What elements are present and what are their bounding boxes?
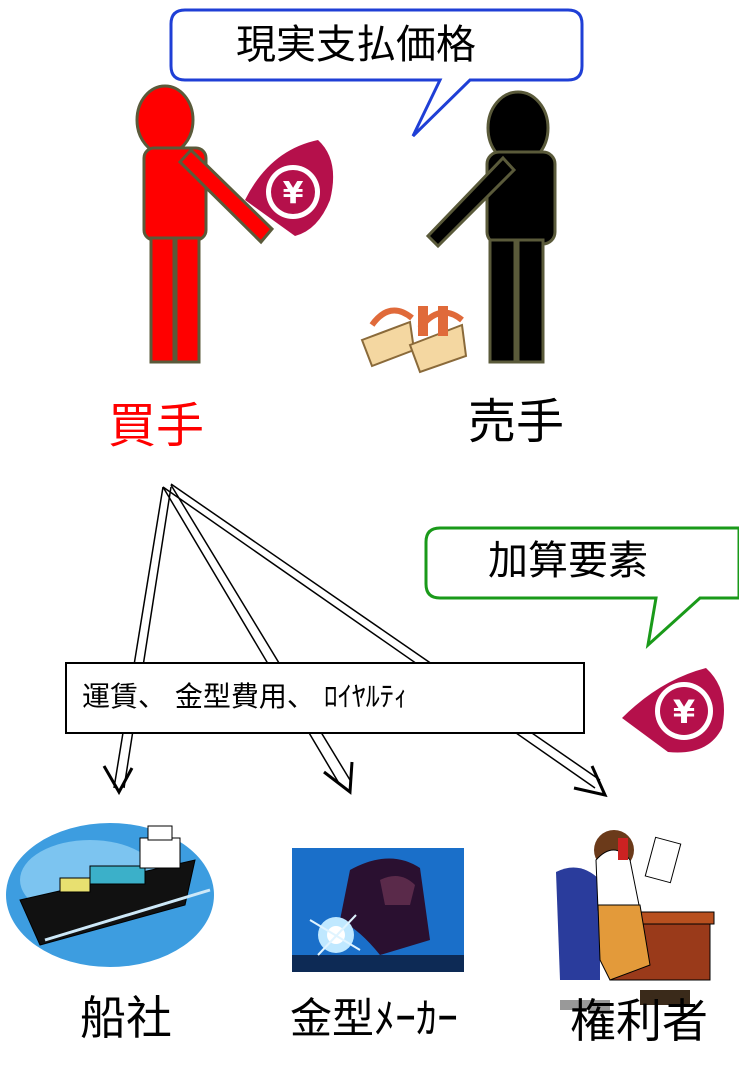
price-speech-bubble xyxy=(169,8,584,138)
svg-text:¥: ¥ xyxy=(283,176,304,211)
seller-figure xyxy=(425,90,557,364)
sandals-icon xyxy=(360,306,468,374)
addition-bubble-text: 加算要素 xyxy=(488,538,648,584)
rights-holder-label: 権利者 xyxy=(570,994,708,1048)
yen-badge-icon: ¥ xyxy=(245,140,334,236)
mold-maker-label: 金型ﾒｰｶｰ xyxy=(290,994,459,1043)
cargo-ship-icon xyxy=(6,823,214,967)
businessman-on-phone-icon xyxy=(556,830,715,1010)
buyer-figure xyxy=(135,84,275,364)
svg-text:¥: ¥ xyxy=(673,693,695,731)
seller-label: 売手 xyxy=(468,394,565,450)
yen-badge-icon: ¥ xyxy=(622,668,724,753)
addition-speech-bubble xyxy=(424,526,739,650)
cost-items-box xyxy=(65,662,585,734)
welder-icon xyxy=(292,848,464,972)
shipping-company-label: 船社 xyxy=(80,991,172,1045)
buyer-label: 買手 xyxy=(108,398,205,454)
price-bubble-text: 現実支払価格 xyxy=(236,22,476,68)
cost-items-text: 運賃、 金型費用、 ﾛｲﾔﾙﾃｨ xyxy=(82,680,408,713)
